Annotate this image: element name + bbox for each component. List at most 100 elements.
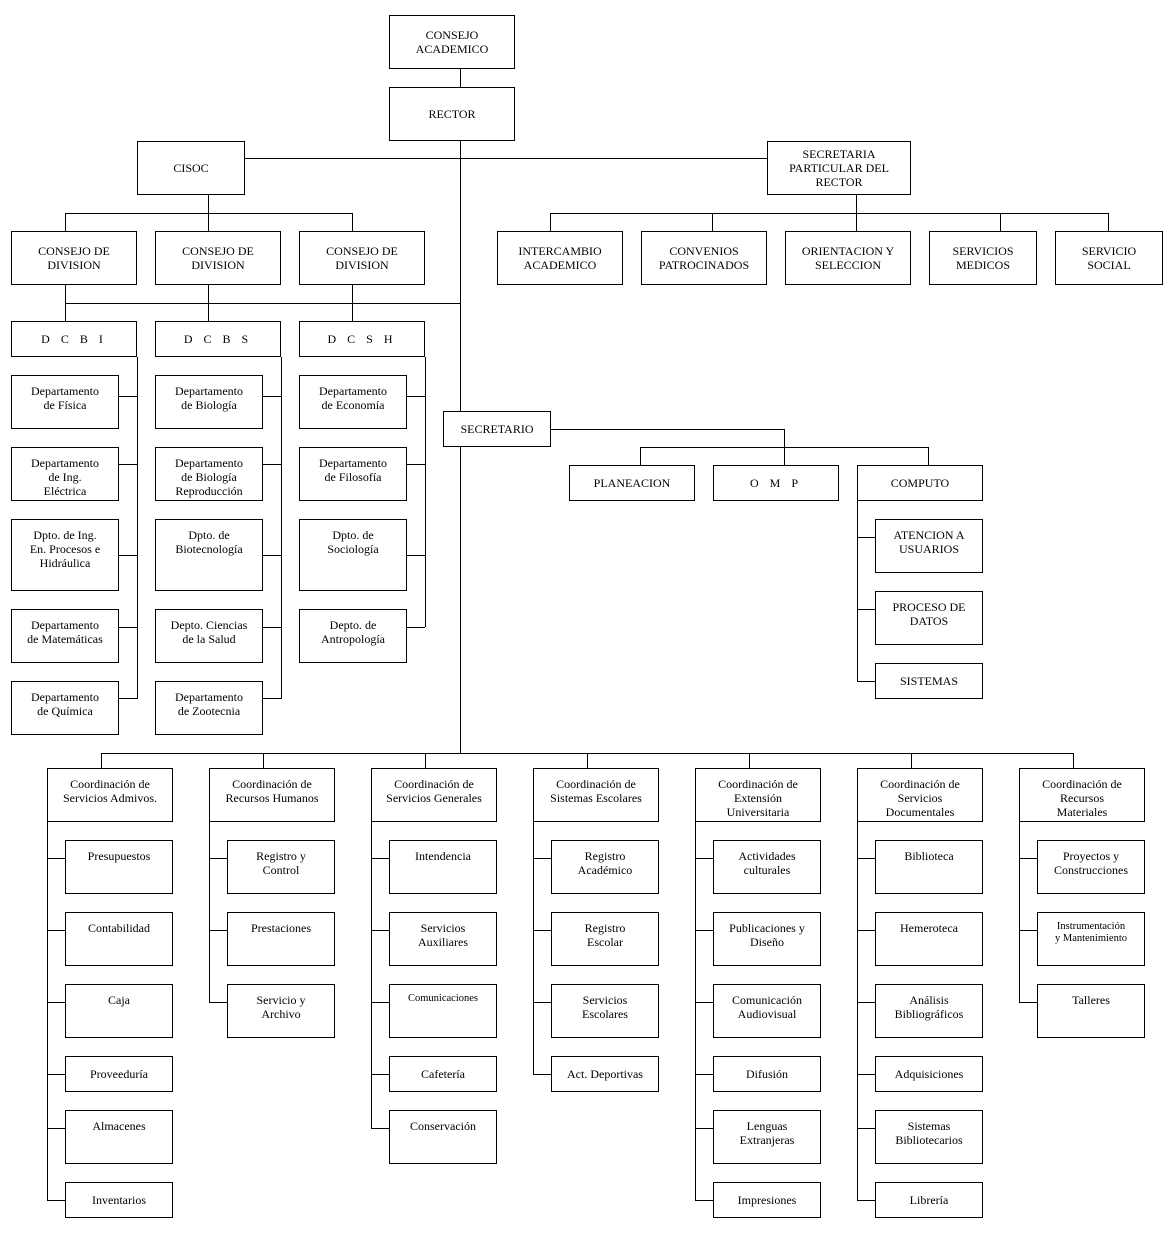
connector-line xyxy=(371,1074,389,1075)
connector-line xyxy=(695,1200,713,1201)
org-box-orientacion: ORIENTACION Y SELECCION xyxy=(785,231,911,285)
connector-line xyxy=(695,858,713,859)
connector-line xyxy=(371,1128,389,1129)
connector-line xyxy=(65,213,353,214)
connector-line xyxy=(857,681,875,682)
connector-line xyxy=(928,447,929,465)
connector-line xyxy=(533,930,551,931)
connector-line xyxy=(47,1002,65,1003)
org-box-coord-sist-escolares: Coordinación de Sistemas Escolares xyxy=(533,768,659,822)
connector-line xyxy=(460,141,461,753)
connector-line xyxy=(1019,930,1037,931)
connector-line xyxy=(407,464,425,465)
org-box-act-deportivas: Act. Deportivas xyxy=(551,1056,659,1092)
org-box-dep-biologia-reproduccion: Departamento de Biología Reproducción xyxy=(155,447,263,501)
org-box-consejo-division-2: CONSEJO DE DIVISION xyxy=(155,231,281,285)
connector-line xyxy=(1108,213,1109,231)
org-box-secretaria-particular: SECRETARIA PARTICULAR DEL RECTOR xyxy=(767,141,911,195)
org-box-consejo-division-1: CONSEJO DE DIVISION xyxy=(11,231,137,285)
connector-line xyxy=(857,858,875,859)
org-box-dep-quimica: Departamento de Química xyxy=(11,681,119,735)
connector-line xyxy=(857,609,875,610)
org-box-adquisiciones: Adquisiciones xyxy=(875,1056,983,1092)
connector-line xyxy=(245,158,767,159)
org-box-servicio-social: SERVICIO SOCIAL xyxy=(1055,231,1163,285)
org-box-consejo-division-3: CONSEJO DE DIVISION xyxy=(299,231,425,285)
org-box-conservacion: Conservación xyxy=(389,1110,497,1164)
org-box-intendencia: Intendencia xyxy=(389,840,497,894)
connector-line xyxy=(1073,753,1074,768)
connector-line xyxy=(695,822,696,1200)
org-box-comunicacion-audiovisual: Comunicación Audiovisual xyxy=(713,984,821,1038)
org-box-computo: COMPUTO xyxy=(857,465,983,501)
org-box-comunicaciones: Comunicaciones xyxy=(389,984,497,1038)
connector-line xyxy=(550,213,1109,214)
org-box-atencion-usuarios: ATENCION A USUARIOS xyxy=(875,519,983,573)
org-box-depto-antropologia: Depto. de Antropología xyxy=(299,609,407,663)
connector-line xyxy=(119,464,137,465)
org-box-libreria: Librería xyxy=(875,1182,983,1218)
connector-line xyxy=(65,213,66,231)
org-box-dep-filosofia: Departamento de Filosofía xyxy=(299,447,407,501)
org-box-secretario: SECRETARIO xyxy=(443,411,551,447)
org-box-cafeteria: Cafetería xyxy=(389,1056,497,1092)
org-box-omp: O M P xyxy=(713,465,839,501)
org-box-impresiones: Impresiones xyxy=(713,1182,821,1218)
org-box-proceso-datos: PROCESO DE DATOS xyxy=(875,591,983,645)
connector-line xyxy=(119,396,137,397)
connector-line xyxy=(857,822,858,1200)
org-box-registro-control: Registro y Control xyxy=(227,840,335,894)
connector-line xyxy=(209,822,210,1002)
org-box-presupuestos: Presupuestos xyxy=(65,840,173,894)
connector-line xyxy=(533,1002,551,1003)
connector-line xyxy=(712,213,713,231)
connector-line xyxy=(263,753,264,768)
connector-line xyxy=(119,555,137,556)
connector-line xyxy=(425,753,426,768)
connector-line xyxy=(263,464,281,465)
org-box-sistemas: SISTEMAS xyxy=(875,663,983,699)
connector-line xyxy=(1019,822,1020,1002)
org-box-lenguas-extranjeras: Lenguas Extranjeras xyxy=(713,1110,821,1164)
connector-line xyxy=(856,195,857,213)
org-box-coord-serv-documentales: Coordinación de Servicios Documentales xyxy=(857,768,983,822)
connector-line xyxy=(209,930,227,931)
connector-line xyxy=(857,1074,875,1075)
org-box-servicios-escolares: Servicios Escolares xyxy=(551,984,659,1038)
org-box-analisis-bibliograficos: Análisis Bibliográficos xyxy=(875,984,983,1038)
org-box-coord-extension: Coordinación de Extensión Universitaria xyxy=(695,768,821,822)
connector-line xyxy=(371,858,389,859)
connector-line xyxy=(857,501,858,681)
connector-line xyxy=(533,1074,551,1075)
org-box-dcbs: D C B S xyxy=(155,321,281,357)
org-box-registro-escolar: Registro Escolar xyxy=(551,912,659,966)
org-box-publicaciones-diseno: Publicaciones y Diseño xyxy=(713,912,821,966)
org-box-dep-ing-electrica: Departamento de Ing. Eléctrica xyxy=(11,447,119,501)
org-box-dep-biologia: Departamento de Biología xyxy=(155,375,263,429)
org-box-coord-serv-admivos: Coordinación de Servicios Admivos. xyxy=(47,768,173,822)
connector-line xyxy=(263,698,281,699)
connector-line xyxy=(208,195,209,213)
org-box-inventarios: Inventarios xyxy=(65,1182,173,1218)
org-box-convenios: CONVENIOS PATROCINADOS xyxy=(641,231,767,285)
connector-line xyxy=(263,627,281,628)
org-box-coord-recursos-materiales: Coordinación de Recursos Materiales xyxy=(1019,768,1145,822)
org-box-dcbi: D C B I xyxy=(11,321,137,357)
connector-line xyxy=(371,930,389,931)
org-box-proyectos-construcciones: Proyectos y Construcciones xyxy=(1037,840,1145,894)
connector-line xyxy=(460,69,461,87)
org-box-actividades-culturales: Actividades culturales xyxy=(713,840,821,894)
connector-line xyxy=(1000,213,1001,231)
org-box-proveeduria: Proveeduría xyxy=(65,1056,173,1092)
connector-line xyxy=(209,858,227,859)
org-box-dep-economia: Departamento de Economía xyxy=(299,375,407,429)
org-box-registro-academico: Registro Académico xyxy=(551,840,659,894)
connector-line xyxy=(47,1128,65,1129)
org-box-coord-rrhh: Coordinación de Recursos Humanos xyxy=(209,768,335,822)
org-box-coord-serv-generales: Coordinación de Servicios Generales xyxy=(371,768,497,822)
connector-line xyxy=(911,753,912,768)
org-box-rector: RECTOR xyxy=(389,87,515,141)
connector-line xyxy=(856,213,857,231)
connector-line xyxy=(119,627,137,628)
